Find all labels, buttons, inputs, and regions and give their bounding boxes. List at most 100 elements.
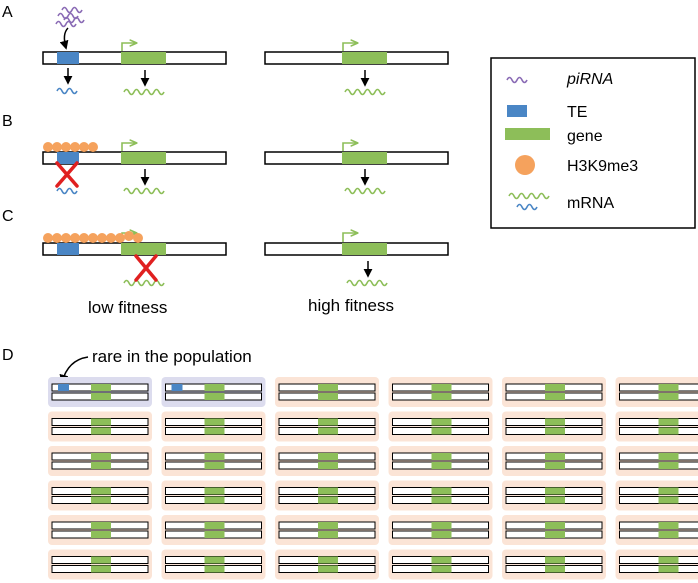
- cross-icon: [134, 254, 158, 282]
- high-fitness-label: high fitness: [308, 296, 394, 315]
- promoter-arrow: [121, 43, 136, 51]
- individual-background: [48, 446, 152, 476]
- te-mrna-icon: [56, 187, 78, 195]
- te-mrna-swatch: [516, 203, 538, 211]
- gene-block: [204, 531, 225, 538]
- gene-block: [431, 496, 452, 504]
- individual: [388, 446, 493, 476]
- individual: [502, 446, 606, 476]
- te-block: [57, 52, 79, 64]
- individual-background: [48, 549, 152, 580]
- individual: [161, 515, 266, 545]
- gene-block: [318, 487, 338, 495]
- individual: [48, 411, 152, 442]
- gene-block: [545, 565, 565, 573]
- individual-background: [161, 446, 266, 476]
- gene-block: [431, 427, 452, 435]
- panel-a: A: [2, 4, 449, 96]
- gene-block: [431, 565, 452, 573]
- rare-note-label: rare in the population: [92, 347, 252, 366]
- individual: [275, 446, 379, 476]
- gene-mrna-icon: [123, 279, 165, 287]
- gene-block: [318, 556, 338, 564]
- individual: [275, 480, 379, 511]
- individual: [615, 549, 698, 580]
- gene-block: [431, 384, 452, 391]
- legend-box: [490, 57, 696, 229]
- gene-mrna-icon: [123, 88, 165, 96]
- gene-block: [431, 531, 452, 538]
- individual-background: [615, 515, 698, 545]
- individual: [275, 515, 379, 545]
- gene-block: [91, 427, 111, 435]
- gene-block: [318, 522, 338, 529]
- individual-background: [502, 549, 606, 580]
- gene-block: [91, 487, 111, 495]
- gene-block: [431, 556, 452, 564]
- gene-swatch: [505, 128, 550, 140]
- gene-block: [658, 556, 679, 564]
- individual-background: [615, 480, 698, 511]
- gene-block: [91, 393, 111, 400]
- gene-block: [91, 496, 111, 504]
- gene-block: [204, 384, 225, 391]
- individual-background: [275, 446, 379, 476]
- individual-background: [388, 377, 493, 407]
- individual-background: [615, 377, 698, 407]
- gene-block: [545, 453, 565, 460]
- te-block: [58, 384, 69, 391]
- gene-block: [204, 496, 225, 504]
- individual-background: [161, 515, 266, 545]
- individual-background: [161, 377, 266, 407]
- gene-block: [204, 487, 225, 495]
- individual-background: [615, 446, 698, 476]
- individual-background: [275, 549, 379, 580]
- gene-block: [342, 52, 387, 64]
- panel-a-label: A: [2, 4, 13, 21]
- gene-block: [431, 522, 452, 529]
- gene-block: [342, 152, 387, 164]
- gene-block: [204, 462, 225, 469]
- legend-pirna-label: piRNA: [566, 71, 613, 88]
- individual-background: [275, 377, 379, 407]
- te-block: [57, 243, 79, 255]
- gene-block: [204, 453, 225, 460]
- gene-mrna-icon: [123, 187, 165, 195]
- gene-block: [545, 418, 565, 426]
- individual: [275, 377, 379, 407]
- individual: [275, 549, 379, 580]
- individual: [615, 446, 698, 476]
- gene-block: [545, 462, 565, 469]
- individual-background: [502, 411, 606, 442]
- gene-block: [318, 496, 338, 504]
- individual-background: [48, 377, 152, 407]
- individual: [615, 515, 698, 545]
- gene-block: [121, 152, 166, 164]
- gene-block: [318, 384, 338, 391]
- individual: [161, 480, 266, 511]
- gene-block: [658, 462, 679, 469]
- gene-block: [342, 243, 387, 255]
- gene-block: [318, 462, 338, 469]
- te-mrna-icon: [56, 87, 78, 95]
- population-grid: [48, 377, 698, 580]
- legend-mrna-label: mRNA: [567, 195, 614, 212]
- panel-b-label: B: [2, 113, 13, 130]
- gene-block: [545, 522, 565, 529]
- panel-b: B: [2, 113, 449, 195]
- h3k9me3-swatch: [515, 155, 535, 175]
- individual: [388, 411, 493, 442]
- individual: [615, 411, 698, 442]
- gene-block: [318, 453, 338, 460]
- individual-background: [388, 446, 493, 476]
- gene-block: [658, 565, 679, 573]
- individual-background: [275, 480, 379, 511]
- individual-background: [161, 480, 266, 511]
- individual-background: [388, 515, 493, 545]
- gene-block: [91, 531, 111, 538]
- individual: [502, 411, 606, 442]
- gene-block: [121, 243, 166, 255]
- gene-mrna-icon: [346, 279, 388, 287]
- individual: [388, 549, 493, 580]
